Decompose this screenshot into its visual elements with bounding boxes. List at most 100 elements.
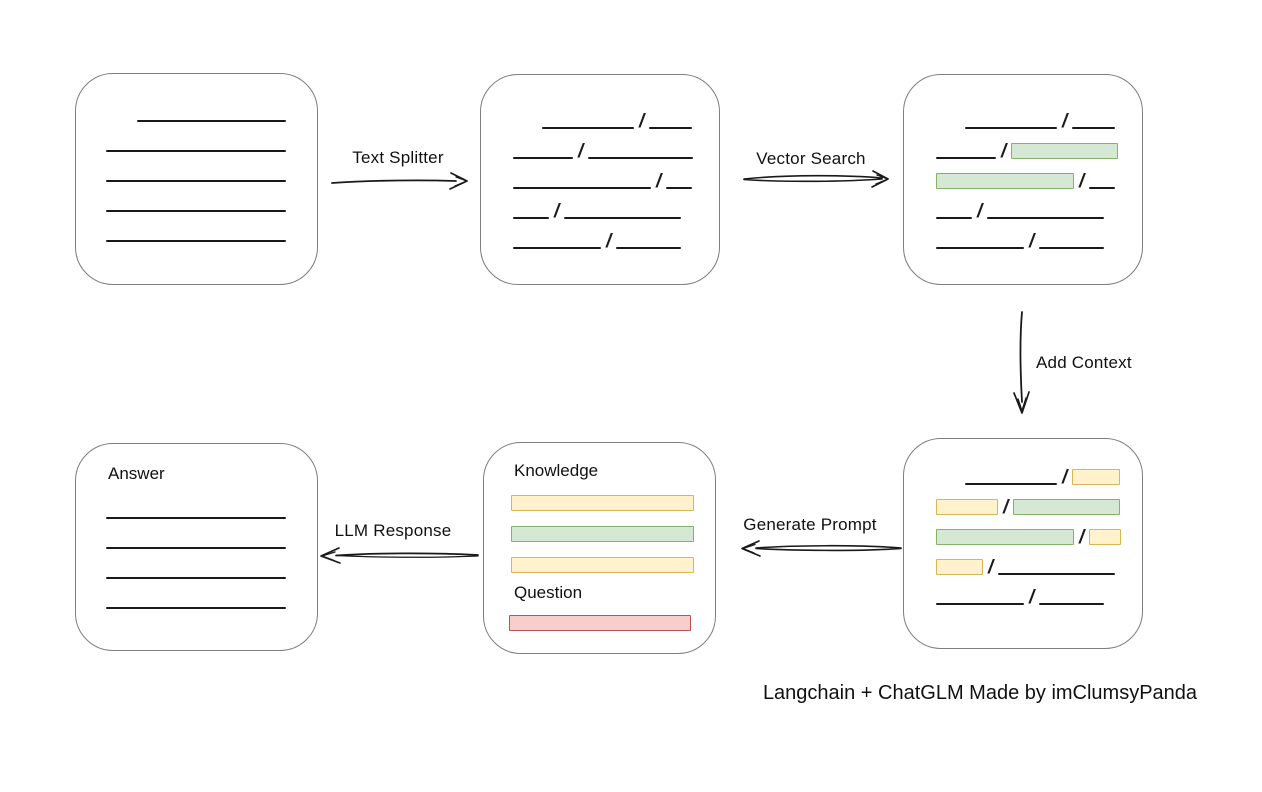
segment-row: / [904,545,1142,578]
text-line [965,127,1057,129]
text-line [106,607,286,609]
text-line [588,157,694,159]
vector-search-label: Vector Search [756,149,866,168]
text-line [936,157,996,159]
text-line [1039,247,1105,249]
segment-row: / [481,219,719,252]
text-line [936,603,1024,605]
green-chunk [1011,143,1119,159]
slash-separator: / [578,141,584,162]
segment-row: / [904,455,1142,488]
text-line [649,127,693,129]
segment-row: / [481,129,719,162]
text-line [106,547,286,549]
text-line [666,187,693,189]
answer-node: Answer [75,443,318,651]
segment-row: / [904,99,1142,131]
prompt-node: Knowledge Question [483,442,716,654]
slash-separator: / [606,231,612,252]
question-label: Question [514,583,583,602]
chunks-rows: / / / / / [481,99,719,252]
green-chunk [936,529,1074,545]
text-line [1072,127,1116,129]
llm-response-label: LLM Response [334,521,452,540]
chunks-node: / / / / / [480,74,720,285]
text-line [513,217,549,219]
matched-chunks-node: ///// [903,74,1143,285]
text-line [513,247,601,249]
generate-prompt-arrow-icon [741,540,902,557]
vector-search-arrow-icon [743,170,889,188]
segment-row [76,489,317,519]
segment-row: / [904,515,1142,548]
slash-separator: / [1001,141,1007,162]
answer-label: Answer [108,464,165,483]
segment-row: / [904,159,1142,191]
segment-row [76,122,317,152]
matched-chunks-rows: ///// [904,99,1142,252]
segment-row: / [904,219,1142,252]
segment-row: / [904,485,1142,518]
slash-separator: / [656,171,662,192]
segment-row [76,92,317,122]
yellow-chunk [936,499,998,515]
green-chunk [1013,499,1121,515]
knowledge-yellow-bar [511,495,694,511]
context-chunks-node: / / / / / [903,438,1143,649]
segment-row: / [481,189,719,222]
add-context-label: Add Context [1036,353,1132,372]
text-line [137,120,286,122]
yellow-chunk [1089,529,1122,545]
slash-separator: / [554,201,560,222]
yellow-chunk [1072,469,1121,485]
text-line [106,180,286,182]
slash-separator: / [1062,467,1068,488]
segment-row: / [904,189,1142,222]
segment-row [76,212,317,242]
answer-lines [76,489,317,609]
text-splitter-arrow-icon [331,172,468,190]
text-line [1089,187,1116,189]
text-line [998,573,1116,575]
text-line [616,247,682,249]
segment-row [76,549,317,579]
document-lines [76,92,317,242]
slash-separator: / [1029,587,1035,608]
slash-separator: / [1029,231,1035,252]
text-line [564,217,682,219]
segment-row: / [904,129,1142,162]
segment-row: / [481,159,719,192]
document-node [75,73,318,285]
text-line [106,577,286,579]
text-splitter-label: Text Splitter [352,148,444,167]
knowledge-yellow-bar [511,557,694,573]
slash-separator: / [977,201,983,222]
slash-separator: / [639,111,645,132]
yellow-chunk [936,559,983,575]
slash-separator: / [1079,527,1085,548]
segment-row [76,519,317,549]
text-line [936,217,972,219]
segment-row: / [904,575,1142,608]
segment-row [76,152,317,182]
text-line [106,210,286,212]
segment-row: / [481,99,719,132]
text-line [936,247,1024,249]
context-chunks-rows: / / / / / [904,455,1142,608]
text-line [987,217,1105,219]
slash-separator: / [988,557,994,578]
add-context-arrow-icon [1013,311,1030,414]
text-line [106,150,286,152]
segment-row [76,182,317,212]
knowledge-label: Knowledge [514,461,599,480]
generate-prompt-label: Generate Prompt [743,515,877,534]
knowledge-green-bar [511,526,694,542]
question-red-bar [509,615,691,631]
llm-response-arrow-icon [320,547,479,564]
text-line [965,483,1057,485]
green-chunk [936,173,1074,189]
caption-text: Langchain + ChatGLM Made by imClumsyPand… [762,682,1198,704]
slash-separator: / [1003,497,1009,518]
text-line [513,187,651,189]
